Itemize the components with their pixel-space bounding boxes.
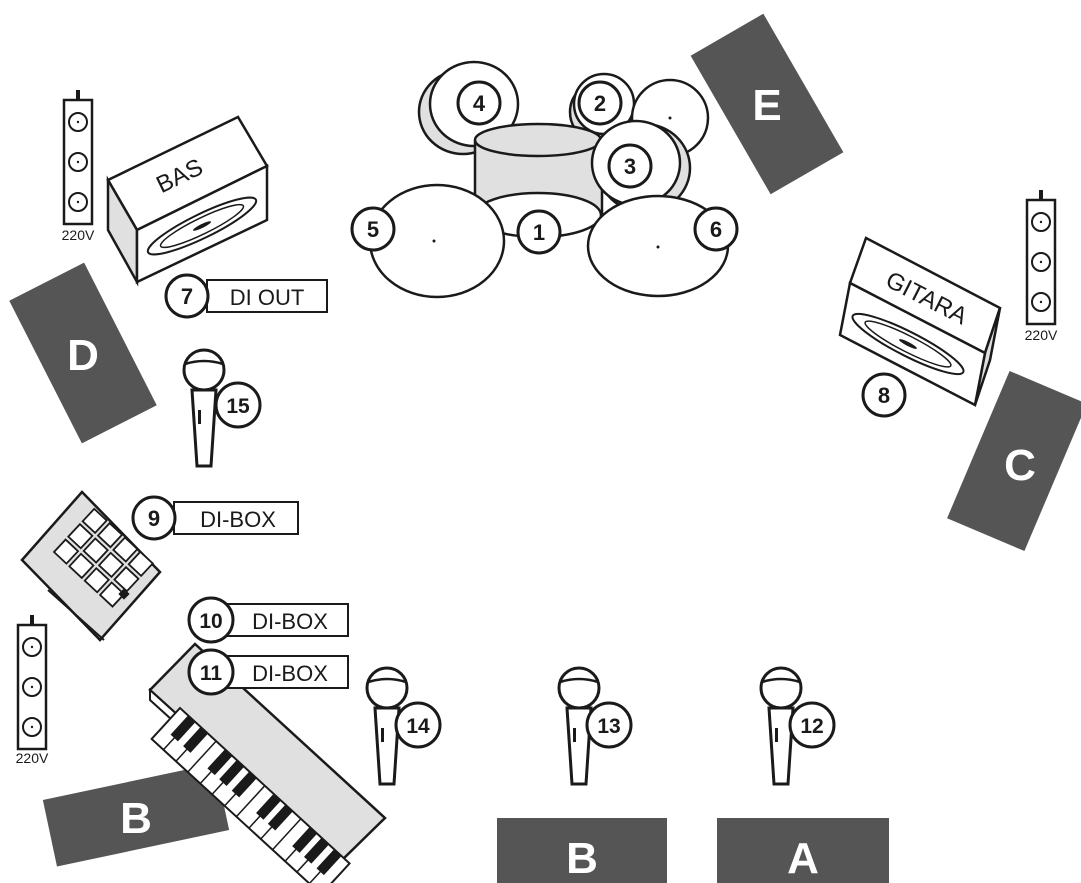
bass-drum	[473, 122, 604, 239]
channel-15: 15	[214, 381, 262, 429]
channel-11: 11	[187, 648, 235, 696]
channel-10-label: 10	[199, 610, 222, 633]
power-strip-left-top: 220V	[62, 88, 95, 243]
tag-di-box-10: DI-BOX	[227, 603, 349, 637]
channel-1-label: 1	[533, 220, 545, 245]
monitor-a: A	[717, 818, 889, 883]
channel-13-label: 13	[597, 715, 620, 738]
power-right-label: 220V	[1025, 327, 1058, 343]
monitor-a-label: A	[787, 834, 819, 883]
channel-7-label: 7	[181, 284, 193, 309]
channel-8: 8	[861, 372, 907, 418]
monitor-d-label: D	[67, 331, 99, 380]
channel-10: 10	[187, 596, 235, 644]
tag-di-out: DI OUT	[206, 279, 328, 313]
channel-4-label: 4	[473, 91, 486, 116]
monitor-d: D	[9, 262, 157, 444]
channel-3-label: 3	[624, 154, 636, 179]
channel-5: 5	[350, 206, 396, 252]
channel-6: 6	[693, 206, 739, 252]
channel-2: 2	[577, 80, 623, 126]
monitor-b-left: B	[42, 763, 230, 867]
channel-1: 1	[516, 209, 562, 255]
channel-2-label: 2	[594, 91, 606, 116]
monitor-e: E	[690, 13, 844, 195]
power-strip-right: 220V	[1025, 188, 1058, 343]
channel-3: 3	[607, 143, 653, 189]
bass-amp: BAS	[106, 115, 269, 287]
channel-9-label: 9	[148, 506, 160, 531]
channel-14: 14	[394, 701, 442, 749]
power-left-bottom-label: 220V	[16, 750, 49, 766]
tag-di-out-label: DI OUT	[230, 285, 305, 310]
channel-9: 9	[131, 495, 177, 541]
channel-12: 12	[788, 701, 836, 749]
power-left-top-label: 220V	[62, 227, 95, 243]
monitor-b-center-label: B	[566, 834, 598, 883]
power-strip-left-bottom: 220V	[16, 613, 49, 766]
tag-di-box-9: DI-BOX	[173, 501, 299, 535]
channel-7: 7	[164, 273, 210, 319]
drum-kit	[368, 60, 730, 299]
tag-di-box-11: DI-BOX	[227, 655, 349, 689]
monitor-b-center: B	[497, 818, 667, 883]
channel-14-label: 14	[406, 715, 430, 738]
tag-di-box-10-label: DI-BOX	[252, 609, 328, 634]
monitor-e-label: E	[752, 81, 781, 130]
tag-di-box-9-label: DI-BOX	[200, 507, 276, 532]
tag-di-box-11-label: DI-BOX	[252, 661, 328, 686]
channel-11-label: 11	[200, 662, 223, 685]
channel-13: 13	[585, 701, 633, 749]
channel-8-label: 8	[878, 383, 890, 408]
keyboard	[148, 642, 387, 883]
drum-pad-controller	[20, 490, 162, 642]
monitor-c: C	[947, 370, 1081, 552]
monitor-b-left-label: B	[120, 794, 152, 843]
channel-4: 4	[456, 80, 502, 126]
channel-5-label: 5	[367, 217, 379, 242]
channel-15-label: 15	[226, 395, 250, 418]
channel-6-label: 6	[710, 217, 722, 242]
monitor-c-label: C	[1004, 441, 1036, 490]
channel-12-label: 12	[800, 715, 823, 738]
guitar-amp: GITARA	[838, 236, 1002, 407]
